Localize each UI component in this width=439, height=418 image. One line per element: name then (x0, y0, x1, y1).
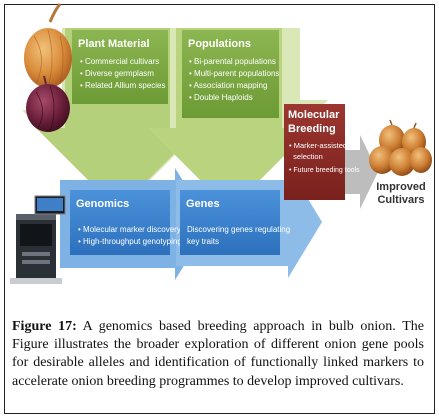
populations-box (182, 30, 279, 118)
genes-title: Genes (186, 198, 220, 210)
plant-material-title: Plant Material (78, 38, 150, 50)
populations-item-2: • Multi-parent populations (189, 69, 279, 78)
populations-item-3: • Association mapping (189, 81, 267, 90)
improved-cultivars-onions-image (369, 119, 432, 176)
genomics-item-2: • High-throughput genotyping (78, 237, 182, 246)
caption-text: A genomics based breeding approach in bu… (12, 319, 425, 389)
molecular-breeding-item-1: • Marker-assisted (289, 141, 347, 150)
molecular-breeding-item-2: selection (289, 152, 323, 161)
genes-item-2: key traits (187, 237, 219, 246)
grey-arrow-right (345, 135, 378, 209)
improved-cultivars-label-2: Cultivars (377, 194, 424, 206)
figure-caption: Figure 17: A genomics based breeding app… (12, 318, 424, 391)
sequencer-machine-image (10, 195, 66, 284)
improved-cultivars-label-1: Improved (376, 181, 426, 193)
plant-material-item-1: • Commercial cultivars (80, 57, 159, 66)
genomics-item-1: • Molecular marker discovery (78, 225, 181, 234)
molecular-breeding-title-1: Molecular (288, 109, 340, 121)
populations-item-4: • Double Haploids (189, 93, 253, 102)
genomics-box (70, 190, 170, 255)
populations-item-1: • Bi-parental populations (189, 57, 276, 66)
plant-material-box (72, 30, 168, 104)
genomics-title: Genomics (76, 198, 129, 210)
molecular-breeding-title-2: Breeding (288, 123, 336, 135)
red-onion-image (26, 75, 70, 133)
plant-material-item-3: • Related Allium species (80, 81, 166, 90)
molecular-breeding-box (284, 104, 345, 200)
plant-material-item-2: • Diverse germplasm (80, 69, 154, 78)
yellow-onion-image (24, 3, 72, 89)
populations-title: Populations (188, 38, 251, 50)
genes-box (180, 190, 280, 255)
molecular-breeding-item-3: • Future breeding tools (289, 167, 360, 174)
caption-label: Figure 17: (12, 319, 77, 334)
genes-item-1: Discovering genes regulating (187, 225, 290, 234)
breeding-diagram: Plant Material • Commercial cultivars • … (10, 3, 432, 284)
